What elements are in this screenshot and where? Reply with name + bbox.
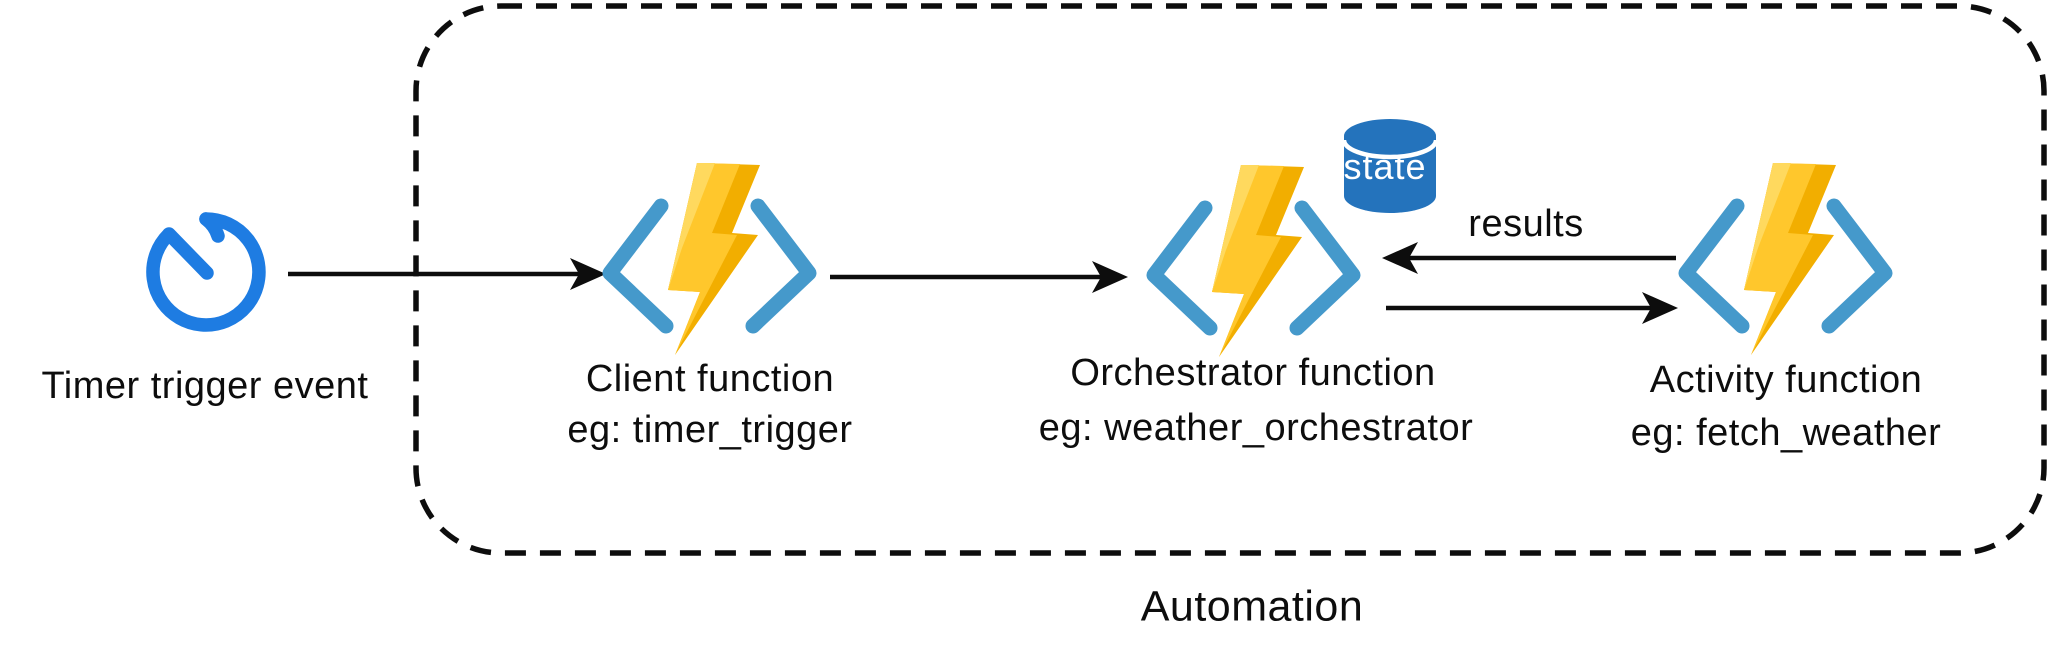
database-cylinder-icon [1341, 119, 1439, 213]
activity-function-example: eg: fetch_weather [1630, 412, 1942, 454]
activity-function-title: Activity function [1649, 359, 1923, 401]
azure-functions-lightning-icon-client [610, 163, 809, 355]
arrow-orchestrator-to-activity [1386, 292, 1678, 324]
azure-functions-lightning-icon-activity [1686, 163, 1885, 355]
orchestrator-function-title: Orchestrator function [1070, 352, 1436, 394]
timer-clock-icon [146, 212, 266, 332]
arrow-activity-to-orchestrator-results [1382, 242, 1676, 274]
orchestrator-function-example: eg: weather_orchestrator [1038, 407, 1474, 449]
arrow-timer-to-client [288, 258, 606, 290]
results-edge-label: results [1468, 203, 1584, 245]
arrow-client-to-orchestrator [830, 261, 1128, 293]
client-function-title: Client function [585, 358, 835, 400]
state-store-label: state [1343, 146, 1427, 187]
timer-trigger-label: Timer trigger event [41, 365, 369, 407]
azure-functions-lightning-icon-orchestrator [1154, 165, 1353, 357]
client-function-example: eg: timer_trigger [567, 409, 853, 451]
automation-group-label: Automation [1140, 582, 1364, 631]
